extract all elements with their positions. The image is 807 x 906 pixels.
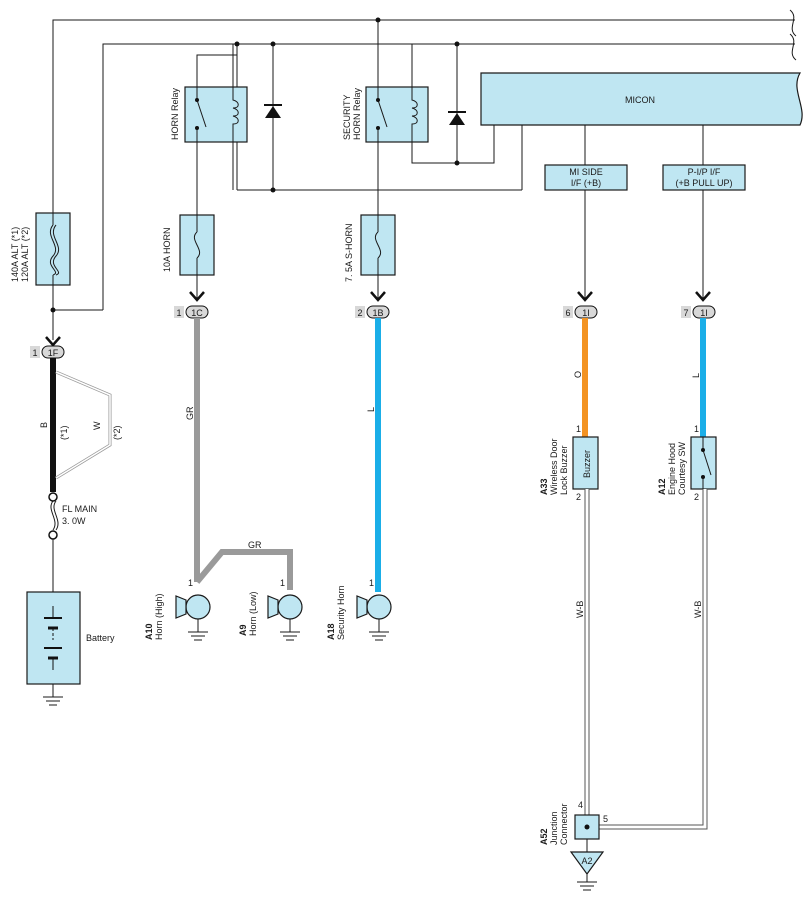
buzzer-inner-label: Buzzer bbox=[582, 450, 592, 478]
junction-ground-label: A2 bbox=[581, 856, 592, 866]
wire-l1-label: L bbox=[366, 407, 376, 412]
buzzer-pin-top: 1 bbox=[576, 424, 581, 434]
hood-sw-pin-top: 1 bbox=[694, 424, 699, 434]
junction-pin-right: 5 bbox=[603, 814, 608, 824]
connector-1c: 1 1C bbox=[174, 291, 209, 319]
junction-connector: 4 5 A2 A52 Junction Connector bbox=[539, 800, 608, 891]
security-horn-id: A18 bbox=[326, 623, 336, 640]
s-horn-fuse-label: 7. 5A S-HORN bbox=[344, 223, 354, 282]
pip-line1: P-I/P I/F bbox=[688, 167, 721, 177]
junction-id: A52 bbox=[539, 828, 549, 845]
wire-star2-label: (*2) bbox=[112, 425, 122, 440]
hood-sw-wire-l: L bbox=[691, 318, 706, 437]
security-relay-label-2: HORN Relay bbox=[352, 87, 362, 140]
micon-label: MICON bbox=[625, 95, 655, 105]
wb-wires: W-B W-B bbox=[575, 489, 708, 830]
buzzer-name-2: Lock Buzzer bbox=[559, 445, 569, 495]
security-horn-relay: SECURITY HORN Relay bbox=[342, 86, 429, 143]
wireless-door-lock-buzzer: 1 Buzzer 2 A33 Wireless Door Lock Buzzer bbox=[539, 424, 599, 502]
security-horn-name: Security Horn bbox=[336, 585, 346, 640]
battery-label: Battery bbox=[86, 633, 115, 643]
horn-fuse: 10A HORN bbox=[162, 214, 215, 276]
battery-wire: B (*1) W (*2) FL MAIN 3. 0W bbox=[39, 358, 122, 592]
alt-fuse-label-1: 140A ALT (*1) bbox=[10, 227, 20, 282]
wire-wb2-label: W-B bbox=[693, 601, 703, 618]
mi-side-interface: MI SIDE I/F (+B) bbox=[544, 164, 628, 191]
buzzer-wire-o: O bbox=[573, 318, 588, 437]
connector-1b-pin: 2 bbox=[357, 308, 362, 318]
horn-high: 1 A10 Horn (High) bbox=[144, 578, 211, 641]
connector-1f: 1 1F bbox=[30, 336, 65, 359]
connector-1i-7-pin: 7 bbox=[683, 308, 688, 318]
battery: Battery bbox=[26, 591, 115, 706]
connector-1b: 2 1B bbox=[355, 291, 390, 319]
connector-1i-7-code: 1I bbox=[700, 308, 708, 318]
wire-wb1-label: W-B bbox=[575, 601, 585, 618]
horn-low-id: A9 bbox=[238, 624, 248, 636]
buzzer-id: A33 bbox=[539, 478, 549, 495]
wire-l2-label: L bbox=[691, 373, 701, 378]
connector-1c-code: 1C bbox=[191, 308, 203, 318]
junction-name-2: Connector bbox=[559, 803, 569, 845]
wire-b-label: B bbox=[39, 422, 49, 428]
horn-fuse-label: 10A HORN bbox=[162, 227, 172, 272]
connector-1f-code: 1F bbox=[48, 348, 59, 358]
diode-2 bbox=[448, 111, 466, 125]
connector-1i-6: 6 1I bbox=[563, 291, 598, 319]
hood-sw-name-1: Engine Hood bbox=[667, 443, 677, 495]
horn-low: 1 A9 Horn (Low) bbox=[238, 578, 303, 641]
horn-high-name: Horn (High) bbox=[154, 593, 164, 640]
s-horn-fuse: 7. 5A S-HORN bbox=[344, 214, 396, 282]
horn-relay: HORN Relay bbox=[170, 86, 248, 143]
horn-high-id: A10 bbox=[144, 623, 154, 640]
buzzer-name-1: Wireless Door bbox=[549, 438, 559, 495]
security-relay-label-1: SECURITY bbox=[342, 94, 352, 140]
fl-main-line1: FL MAIN bbox=[62, 504, 97, 514]
horn-relay-label: HORN Relay bbox=[170, 87, 180, 140]
hood-sw-pin-bottom: 2 bbox=[694, 492, 699, 502]
alt-fuse-label-2: 120A ALT (*2) bbox=[20, 227, 30, 282]
bus-wires bbox=[50, 9, 797, 340]
pip-interface: P-I/P I/F (+B PULL UP) bbox=[662, 164, 746, 191]
connector-1i-6-pin: 6 bbox=[565, 308, 570, 318]
connector-1i-7: 7 1I bbox=[681, 291, 716, 319]
wire-star1-label: (*1) bbox=[59, 425, 69, 440]
junction-pin-left: 4 bbox=[578, 800, 583, 810]
connector-1c-pin: 1 bbox=[176, 308, 181, 318]
wire-o-label: O bbox=[573, 371, 583, 378]
micon-block: MICON bbox=[480, 72, 803, 126]
wire-w-label: W bbox=[92, 421, 102, 430]
security-horn-pin: 1 bbox=[369, 578, 374, 588]
pip-line2: (+B PULL UP) bbox=[676, 178, 733, 188]
alt-fuse: 140A ALT (*1) 120A ALT (*2) bbox=[10, 212, 71, 286]
horn-low-name: Horn (Low) bbox=[248, 591, 258, 636]
connector-1b-code: 1B bbox=[372, 308, 383, 318]
connector-1i-6-code: 1I bbox=[582, 308, 590, 318]
buzzer-pin-bottom: 2 bbox=[576, 492, 581, 502]
horn-low-pin: 1 bbox=[280, 578, 285, 588]
engine-hood-courtesy-sw: 1 2 A12 Engine Hood Courtesy SW bbox=[657, 424, 717, 502]
horn-high-pin: 1 bbox=[188, 578, 193, 588]
wire-gr2-label: GR bbox=[248, 540, 262, 550]
junction-name-1: Junction bbox=[549, 811, 559, 845]
security-horn: 1 A18 Security Horn bbox=[326, 578, 392, 641]
diode-1 bbox=[264, 104, 282, 118]
mi-side-line1: MI SIDE bbox=[569, 167, 603, 177]
hood-sw-id: A12 bbox=[657, 478, 667, 495]
wire-gr1-label: GR bbox=[185, 406, 195, 420]
hood-sw-name-2: Courtesy SW bbox=[677, 441, 687, 495]
horn-gr-wires: GR GR bbox=[185, 318, 293, 590]
mi-side-line2: I/F (+B) bbox=[571, 178, 601, 188]
connector-1f-pin: 1 bbox=[32, 348, 37, 358]
fl-main-line2: 3. 0W bbox=[62, 516, 86, 526]
security-horn-wire: L bbox=[366, 318, 381, 592]
